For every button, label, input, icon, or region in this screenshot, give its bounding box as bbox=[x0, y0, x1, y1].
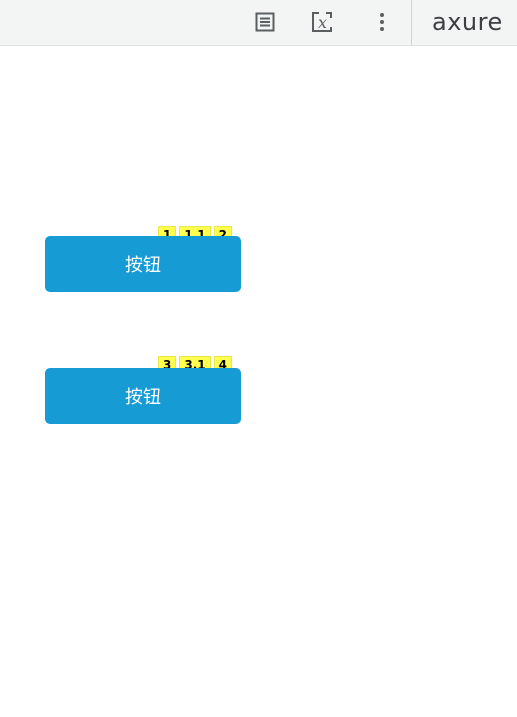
notes-icon[interactable] bbox=[251, 8, 279, 36]
button-label: 按钮 bbox=[125, 255, 161, 276]
button-1[interactable]: 按钮 bbox=[45, 236, 241, 292]
axure-logo[interactable]: axure bbox=[432, 7, 503, 37]
button-label: 按钮 bbox=[125, 387, 161, 408]
svg-text:x: x bbox=[318, 13, 327, 32]
toolbar-divider bbox=[411, 0, 412, 45]
function-icon[interactable]: x bbox=[308, 8, 336, 36]
more-options-icon[interactable] bbox=[368, 8, 396, 36]
top-toolbar: x axure bbox=[0, 0, 517, 46]
button-2[interactable]: 按钮 bbox=[45, 368, 241, 424]
logo-text: axure bbox=[432, 8, 503, 36]
prototype-canvas: 1 1.1 2 按钮 3 3.1 4 按钮 bbox=[0, 46, 517, 717]
